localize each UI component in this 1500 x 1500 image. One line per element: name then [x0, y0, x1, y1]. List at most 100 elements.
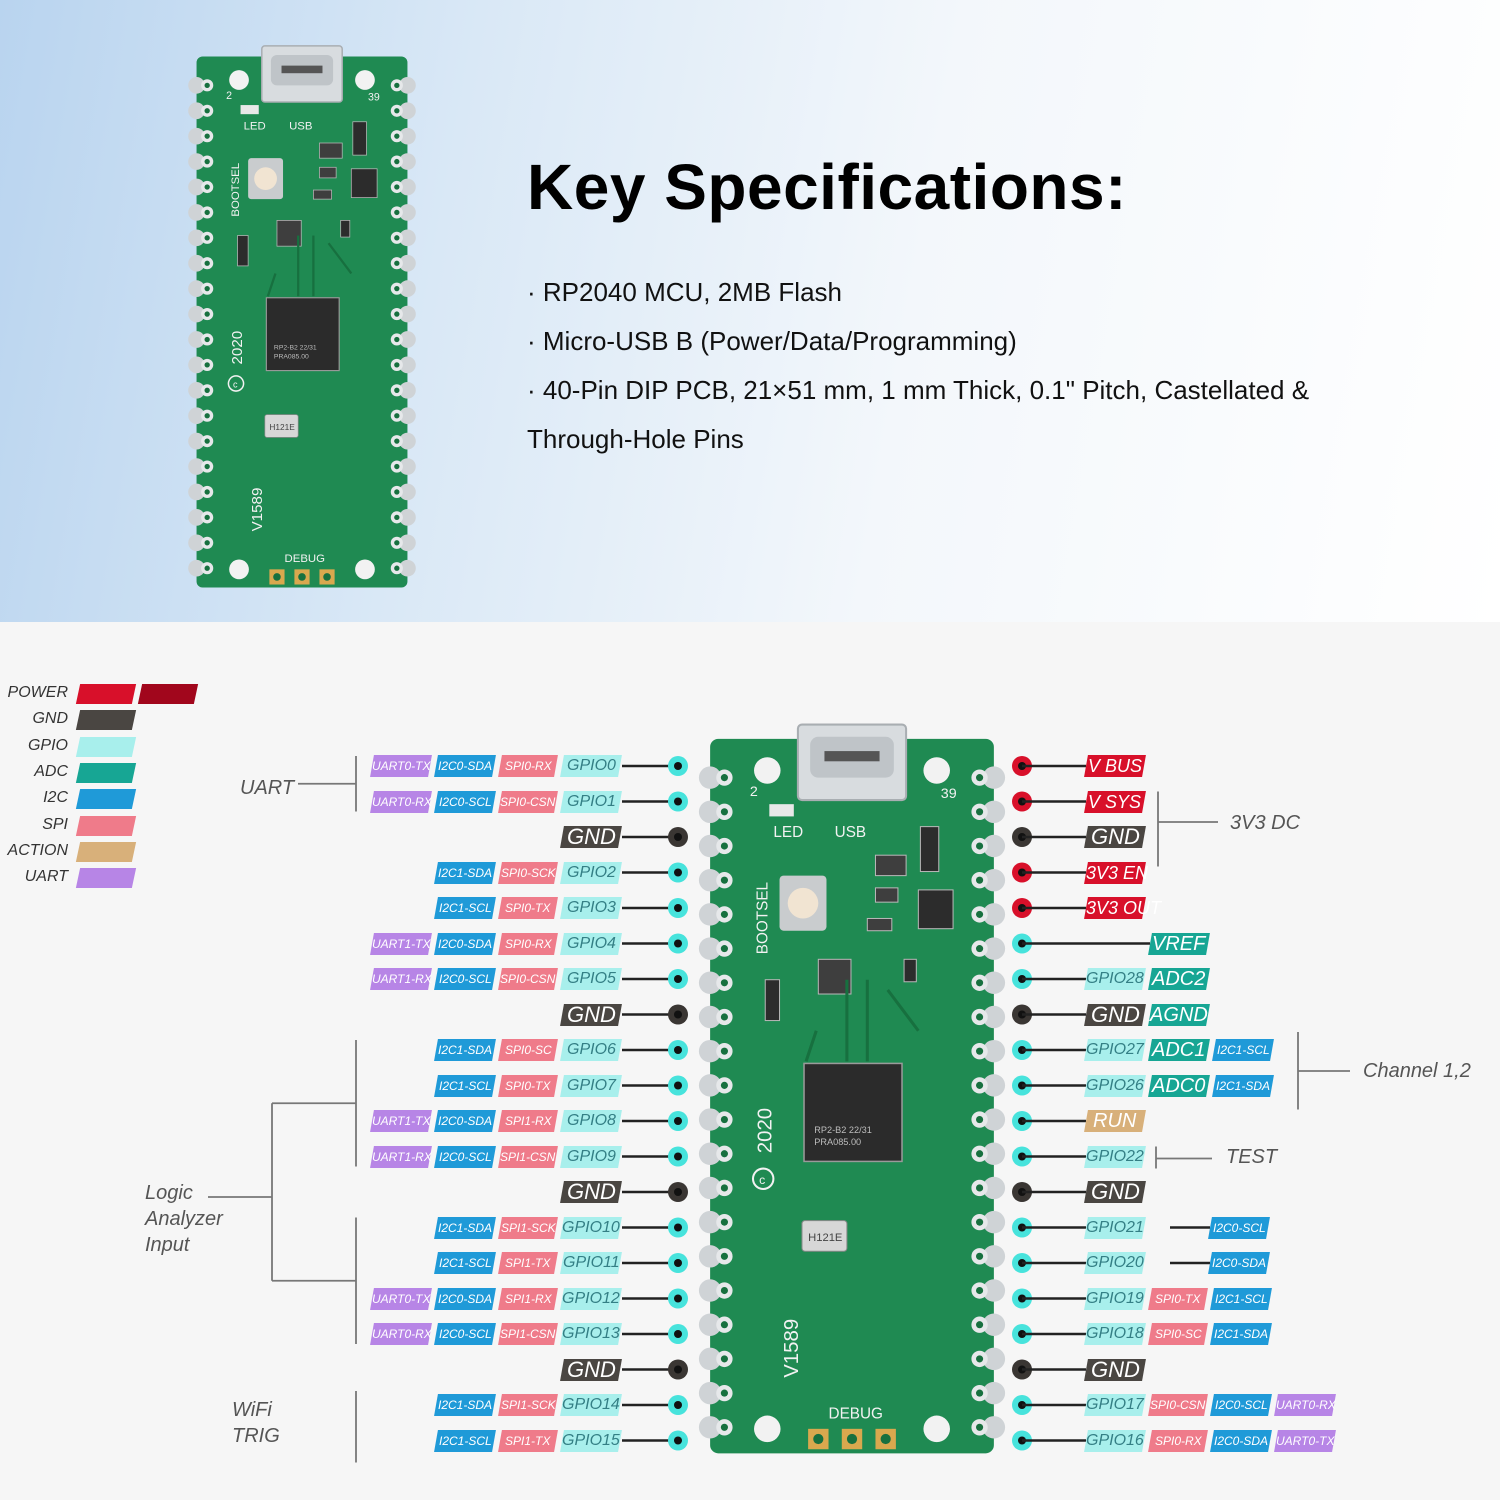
pin-tag-spi: SPI1-SCK: [498, 1216, 558, 1239]
pin-tag-gpio: GPIO3: [560, 897, 622, 919]
mounting-hole: [355, 559, 375, 580]
pin-tag-spi: SPI0-TX: [498, 897, 558, 919]
pin-tag-i2c: I2C1-SCL: [434, 1252, 496, 1274]
castellated-pad: [188, 229, 205, 247]
pcb-trace: [804, 1030, 818, 1062]
legend-row: UART: [0, 868, 210, 890]
pin-tag-i2c: I2C0-SCL: [434, 790, 496, 813]
led-component: [240, 105, 259, 115]
through-hole: [720, 1184, 728, 1192]
pin-tag-power: 3V3 EN: [1084, 861, 1149, 884]
legend-row: GPIO: [0, 736, 210, 759]
pin-tag-spi: SPI0-CSN: [498, 790, 558, 813]
through-hole: [394, 209, 400, 216]
castellated-pad: [982, 1245, 1006, 1268]
pcb-trace: [886, 989, 920, 1032]
castellated-pad: [399, 483, 416, 501]
pin-tag-gpio: GPIO10: [560, 1216, 622, 1239]
castellated-pad: [188, 178, 205, 196]
through-hole: [976, 979, 984, 987]
legend-row: GND: [0, 710, 210, 732]
castellated-pad: [698, 868, 722, 892]
bootsel-button: [254, 167, 277, 191]
group-label-channel: Channel 1,2: [1363, 1060, 1471, 1082]
pin-tag-i2c: I2C0-SDA: [1210, 1429, 1272, 1452]
through-hole: [720, 945, 728, 953]
pin-tag-i2c: I2C0-SCL: [1208, 1216, 1270, 1239]
pin-tag-i2c: I2C0-SDA: [434, 1287, 496, 1310]
pin-tag-gpio: GPIO16: [1084, 1429, 1146, 1452]
pin-tag-i2c: I2C1-SCL: [434, 1429, 496, 1452]
pin-tag-uart: UART1-RX: [370, 1145, 432, 1168]
pin-tag-i2c: I2C0-SCL: [434, 1323, 496, 1345]
pin-tag-gnd: GND: [1084, 824, 1146, 849]
pin-tag-gpio: GPIO12: [560, 1287, 622, 1310]
pin-tag-gpio: GPIO13: [560, 1323, 622, 1345]
spec-line-mcu: · RP2040 MCU, 2MB Flash: [527, 277, 842, 307]
castellated-pad: [698, 1005, 722, 1029]
mounting-hole: [229, 559, 249, 580]
through-hole: [720, 808, 728, 816]
castellated-pad: [982, 1279, 1006, 1302]
castellated-pad: [188, 407, 205, 425]
through-hole: [976, 1150, 984, 1158]
castellated-pad: [982, 1005, 1006, 1029]
smd-component: [919, 826, 940, 873]
pin-tag-gpio: GPIO14: [560, 1394, 622, 1416]
castellated-pad: [698, 1176, 722, 1200]
castellated-pad: [698, 1245, 722, 1268]
chip-marking-line-2: PRA085.00: [274, 353, 309, 360]
through-hole: [204, 463, 210, 470]
castellated-pad: [698, 903, 722, 926]
through-hole: [720, 842, 728, 850]
pin-tag-spi: SPI0-SC: [1148, 1323, 1208, 1345]
castellated-pad: [982, 766, 1006, 789]
pin-tag-power: 3V3 OUT: [1084, 897, 1162, 919]
through-hole: [394, 387, 400, 393]
castellated-pad: [188, 305, 205, 323]
pin-tag-adc: AGND: [1148, 1003, 1210, 1026]
pin-tag-i2c: I2C1-SDA: [434, 1039, 496, 1061]
smd-component: [319, 142, 343, 159]
pcb-trace: [327, 242, 353, 275]
pin-tag-gpio: GPIO19: [1084, 1287, 1146, 1310]
group-label-logic-analyzer: Logic Analyzer Input: [145, 1182, 223, 1256]
castellated-pad: [399, 559, 416, 577]
pin-tag-gpio: GPIO27: [1084, 1039, 1146, 1061]
castellated-pad: [982, 971, 1006, 995]
castellated-pad: [399, 432, 416, 450]
through-hole: [976, 1286, 984, 1295]
castellated-pad: [698, 1416, 722, 1439]
castellated-pad: [698, 800, 722, 824]
pin-tag-gnd: GND: [560, 1179, 622, 1204]
through-hole: [204, 336, 210, 343]
through-hole: [394, 286, 400, 292]
legend-label: POWER: [7, 684, 68, 701]
smd-component: [237, 235, 249, 267]
pin-tag-gpio: GPIO5: [560, 968, 622, 990]
castellated-pad: [399, 153, 416, 170]
pin-tag-i2c: I2C1-SCL: [434, 897, 496, 919]
through-hole: [720, 1218, 728, 1226]
through-hole: [720, 1355, 728, 1363]
through-hole: [720, 1389, 728, 1397]
through-hole: [394, 438, 400, 444]
pin-tag-i2c: I2C0-SDA: [1208, 1252, 1270, 1274]
castellated-pad: [698, 1074, 722, 1097]
crystal: [264, 414, 299, 438]
pcb-trace: [266, 273, 277, 297]
castellated-pad: [188, 356, 205, 374]
castellated-pad: [698, 1142, 722, 1165]
pin-dot-center: [674, 1010, 682, 1019]
castellated-pad: [188, 559, 205, 577]
pin-tag-gpio: GPIO0: [560, 755, 622, 777]
led-component: [769, 804, 794, 817]
smd-component: [352, 121, 367, 156]
castellated-pad: [399, 229, 416, 247]
castellated-pad: [399, 305, 416, 323]
led-label: LED: [773, 824, 803, 841]
castellated-pad: [698, 937, 722, 960]
pin-tag-spi: SPI1-SCK: [498, 1394, 558, 1416]
castellated-pad: [188, 331, 205, 348]
